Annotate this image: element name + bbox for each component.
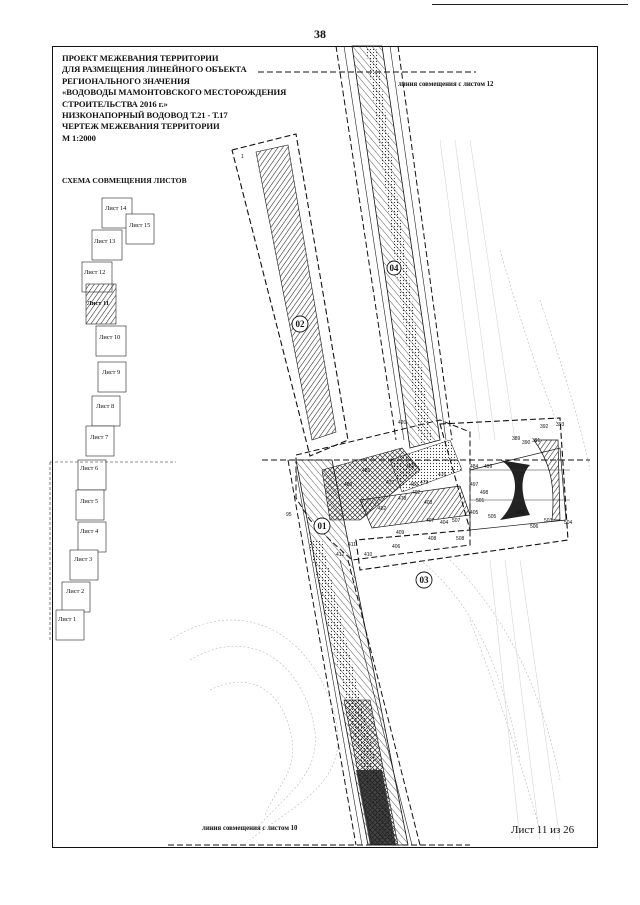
svg-text:392: 392 (540, 424, 549, 430)
sheet-label-7: Лист 7 (90, 434, 109, 441)
plot-02-boundary (231, 133, 349, 457)
svg-text:483: 483 (410, 482, 419, 488)
svg-text:02: 02 (296, 319, 306, 329)
svg-text:408: 408 (428, 536, 437, 542)
title-line: «ВОДОВОДЫ МАМОНТОВСКОГО МЕСТОРОЖДЕНИЯ (62, 87, 287, 98)
plot-marker-04: 04 (386, 260, 402, 276)
svg-text:95: 95 (286, 512, 292, 518)
svg-text:420: 420 (398, 420, 407, 426)
sheet-label-8: Лист 8 (96, 403, 115, 410)
svg-text:477: 477 (386, 480, 395, 486)
sheet-label-6: Лист 6 (80, 465, 99, 472)
svg-text:409: 409 (396, 530, 405, 536)
corridor-lower (287, 459, 421, 846)
svg-text:401: 401 (406, 464, 415, 470)
title-line: РЕГИОНАЛЬНОГО ЗНАЧЕНИЯ (62, 75, 190, 86)
boundary-point-numbers: 1 95 389 390 391 392 393 401 402 403 404… (241, 154, 573, 558)
svg-text:498: 498 (480, 490, 489, 496)
sheet-label-3: Лист 3 (74, 556, 93, 563)
svg-text:508: 508 (456, 536, 465, 542)
sheet-count: Лист 11 из 26 (511, 824, 575, 836)
svg-text:389: 389 (512, 436, 521, 442)
svg-text:402: 402 (412, 490, 421, 496)
title-line: ПРОЕКТ МЕЖЕВАНИЯ ТЕРРИТОРИИ (62, 53, 219, 63)
svg-text:1: 1 (241, 154, 244, 160)
plot-02-fill (255, 144, 337, 441)
svg-text:01: 01 (318, 521, 328, 531)
scheme-title: СХЕМА СОВМЕЩЕНИЯ ЛИСТОВ (62, 176, 187, 185)
svg-text:505: 505 (488, 514, 497, 520)
sheet-label-13: Лист 13 (94, 238, 116, 245)
svg-text:476: 476 (438, 472, 447, 478)
sheet-label-1: Лист 1 (58, 616, 77, 623)
plot-marker-03: 03 (415, 571, 433, 589)
svg-text:411: 411 (348, 542, 356, 548)
svg-text:504: 504 (564, 520, 573, 526)
svg-text:503: 503 (544, 518, 553, 524)
plot-marker-02: 02 (291, 315, 309, 333)
plot-marker-01: 01 (313, 517, 331, 535)
svg-text:480: 480 (344, 482, 353, 488)
svg-text:478: 478 (398, 496, 407, 502)
svg-text:499: 499 (484, 464, 493, 470)
svg-text:405: 405 (470, 510, 479, 516)
svg-text:410: 410 (364, 552, 373, 558)
scale-label: М 1:2000 (62, 132, 96, 143)
match-line-top-label: линия совмещения с листом 12 (398, 81, 494, 88)
title-line: НИЗКОНАПОРНЫЙ ВОДОВОД Т.21 - Т.17 (62, 110, 228, 121)
junction-area (262, 419, 590, 561)
svg-text:04: 04 (390, 263, 400, 273)
svg-text:506: 506 (530, 524, 539, 530)
svg-text:484: 484 (470, 464, 479, 470)
corridor-upper (335, 45, 453, 449)
svg-text:497: 497 (470, 482, 479, 488)
sheet-label-11-current: Лист 11 (87, 300, 110, 307)
sheet-label-12: Лист 12 (84, 269, 106, 276)
sheet-label-15: Лист 15 (129, 222, 151, 229)
title-line: ДЛЯ РАЗМЕЩЕНИЯ ЛИНЕЙНОГО ОБЪЕКТА (62, 64, 247, 75)
plot-03-boundary (355, 417, 570, 571)
svg-text:391: 391 (532, 438, 541, 444)
svg-text:502: 502 (516, 510, 525, 516)
svg-text:479: 479 (420, 480, 429, 486)
title-line: ЧЕРТЕЖ МЕЖЕВАНИЯ ТЕРРИТОРИИ (62, 121, 220, 132)
svg-text:412: 412 (336, 552, 345, 558)
title-line: СТРОИТЕЛЬСТВА 2016 г.» (62, 98, 168, 109)
sheet-label-9: Лист 9 (102, 369, 121, 376)
svg-text:03: 03 (420, 575, 430, 585)
sheet-label-5: Лист 5 (80, 498, 99, 505)
drawing-title-block: ПРОЕКТ МЕЖЕВАНИЯ ТЕРРИТОРИИ ДЛЯ РАЗМЕЩЕН… (62, 53, 312, 144)
sheet-label-4: Лист 4 (80, 528, 99, 535)
header-rule (432, 4, 628, 5)
svg-text:404: 404 (440, 520, 449, 526)
svg-text:407: 407 (426, 518, 435, 524)
page-number: 38 (314, 27, 326, 41)
svg-text:403: 403 (424, 500, 433, 506)
match-line-bottom-label: линия совмещения с листом 10 (202, 825, 298, 832)
svg-text:482: 482 (378, 506, 387, 512)
svg-text:390: 390 (522, 440, 531, 446)
svg-text:406: 406 (392, 544, 401, 550)
sheet-label-14: Лист 14 (105, 205, 127, 212)
sheet-label-2: Лист 2 (66, 588, 85, 595)
sheet-label-10: Лист 10 (99, 334, 121, 341)
drawing-frame (52, 46, 598, 848)
svg-text:481: 481 (362, 468, 371, 474)
svg-text:393: 393 (556, 422, 565, 428)
sheet-index-schematic (49, 197, 176, 641)
svg-text:507: 507 (452, 518, 461, 524)
svg-text:501: 501 (476, 498, 485, 504)
